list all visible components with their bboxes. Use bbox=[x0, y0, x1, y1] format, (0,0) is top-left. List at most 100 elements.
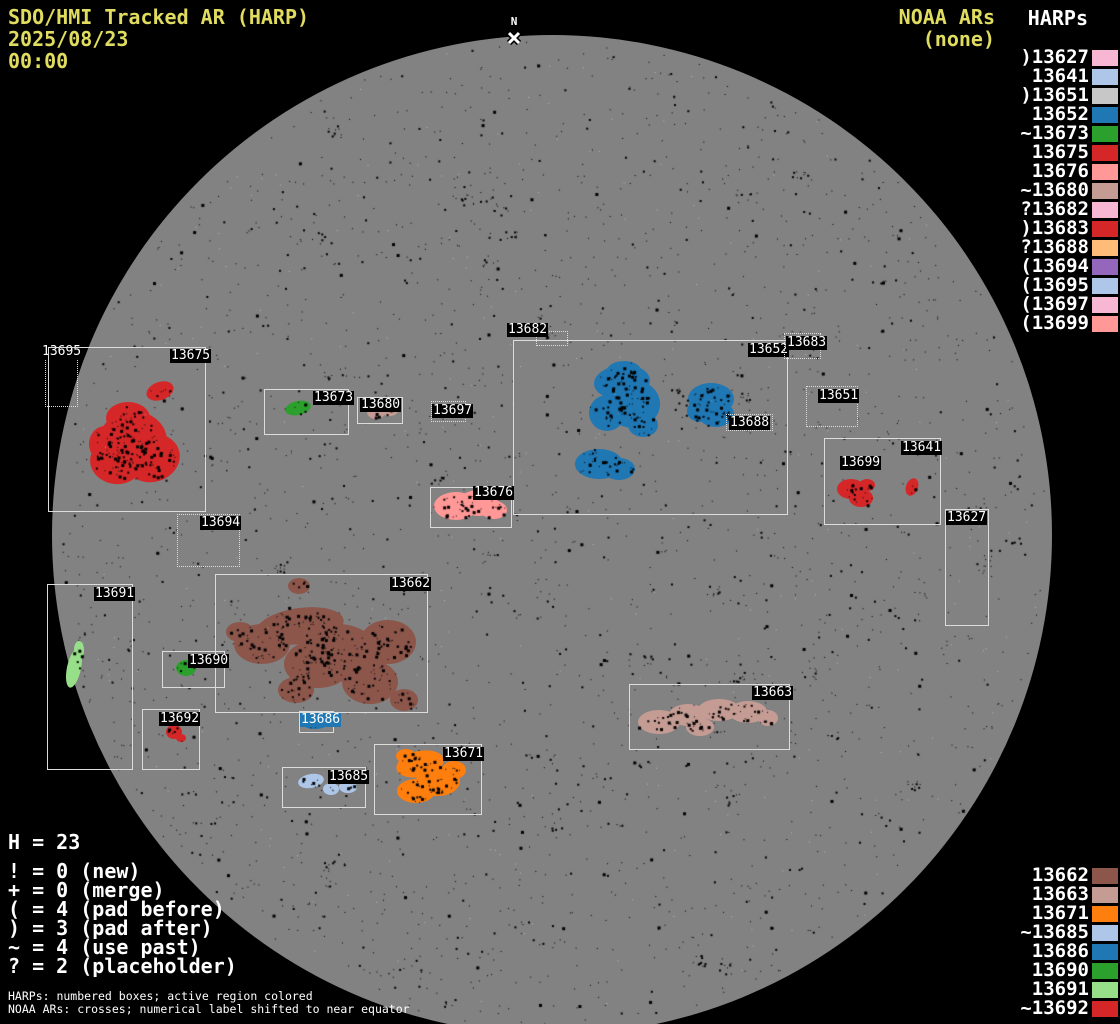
harp-number: )13651 bbox=[1020, 84, 1089, 106]
harp-number: 13652 bbox=[1031, 103, 1089, 125]
harp-box-13685 bbox=[282, 767, 366, 808]
color-swatch bbox=[1092, 239, 1118, 256]
legend-item-13692: ~13692 bbox=[988, 999, 1118, 1018]
harp-label-13676: 13676 bbox=[473, 485, 515, 500]
color-swatch bbox=[1092, 220, 1118, 237]
legend-item-13673: ~13673 bbox=[988, 124, 1118, 143]
harp-label-13686: 13686 bbox=[300, 712, 342, 727]
north-marker: N bbox=[501, 16, 527, 46]
harp-label-13641: 13641 bbox=[901, 440, 943, 455]
harp-number: (13699 bbox=[1020, 312, 1089, 334]
harp-box-13682 bbox=[536, 331, 568, 346]
color-swatch bbox=[1092, 315, 1118, 332]
harp-number: (13694 bbox=[1020, 255, 1089, 277]
color-swatch bbox=[1092, 277, 1118, 294]
legend-item-13686: 13686 bbox=[988, 942, 1118, 961]
color-swatch bbox=[1092, 106, 1118, 123]
harp-label-13688: 13688 bbox=[729, 415, 771, 430]
harp-count: H = 23 bbox=[8, 830, 81, 854]
color-swatch bbox=[1092, 943, 1118, 960]
harp-number: 13686 bbox=[1031, 940, 1089, 962]
harp-number: (13695 bbox=[1020, 274, 1089, 296]
noaa-ars-label: NOAA ARs bbox=[898, 5, 995, 29]
harp-box-13652 bbox=[513, 340, 788, 515]
color-swatch bbox=[1092, 1000, 1118, 1017]
harp-box-13676 bbox=[430, 487, 512, 528]
harp-number: ~13680 bbox=[1020, 179, 1089, 201]
harp-label-13690: 13690 bbox=[188, 653, 230, 668]
legend-item-13680: ~13680 bbox=[988, 181, 1118, 200]
color-swatch bbox=[1092, 125, 1118, 142]
color-swatch bbox=[1092, 296, 1118, 313]
legend-item-13690: 13690 bbox=[988, 961, 1118, 980]
legend-item-13671: 13671 bbox=[988, 904, 1118, 923]
harp-box-13662 bbox=[215, 574, 428, 713]
harp-number: ?13688 bbox=[1020, 236, 1089, 258]
noaa-ars-block: NOAA ARs (none) bbox=[899, 6, 995, 50]
harp-label-13673: 13673 bbox=[313, 390, 355, 405]
legend-item-13691: 13691 bbox=[988, 980, 1118, 999]
north-cross-icon bbox=[506, 30, 522, 46]
harp-number: 13691 bbox=[1031, 978, 1089, 1000]
harp-label-13651: 13651 bbox=[818, 388, 860, 403]
harp-box-13688 bbox=[726, 414, 773, 431]
legend-item-13663: 13663 bbox=[988, 885, 1118, 904]
harp-box-13671 bbox=[374, 744, 482, 815]
color-swatch bbox=[1092, 49, 1118, 66]
harp-number: 13641 bbox=[1031, 65, 1089, 87]
harp-label-13685: 13685 bbox=[328, 769, 370, 784]
legend-item-13695: (13695 bbox=[988, 276, 1118, 295]
harp-box-13627 bbox=[945, 509, 989, 626]
page-title: SDO/HMI Tracked AR (HARP) bbox=[8, 5, 310, 29]
legend-item-13683: )13683 bbox=[988, 219, 1118, 238]
harp-number: 13662 bbox=[1031, 864, 1089, 886]
date-label: 2025/08/23 bbox=[8, 27, 129, 51]
stat-placeholder: ? = 2 (placeholder) bbox=[8, 954, 237, 978]
harp-label-13682: 13682 bbox=[507, 322, 549, 337]
harp-box-13641 bbox=[824, 438, 941, 525]
harp-number: )13683 bbox=[1020, 217, 1089, 239]
footnotes: HARPs: numbered boxes; active region col… bbox=[8, 990, 410, 1016]
color-swatch bbox=[1092, 924, 1118, 941]
harp-number: 13676 bbox=[1031, 160, 1089, 182]
color-swatch bbox=[1092, 87, 1118, 104]
color-swatch bbox=[1092, 258, 1118, 275]
harp-label-13692: 13692 bbox=[159, 711, 201, 726]
color-swatch bbox=[1092, 962, 1118, 979]
harp-number: )13627 bbox=[1020, 46, 1089, 68]
harp-box-13651 bbox=[806, 386, 858, 427]
legend-item-13641: 13641 bbox=[988, 67, 1118, 86]
harp-label-13697: 13697 bbox=[432, 403, 474, 418]
harp-number: 13675 bbox=[1031, 141, 1089, 163]
color-swatch bbox=[1092, 867, 1118, 884]
legend-item-13627: )13627 bbox=[988, 48, 1118, 67]
stat-new: ! = 0 (new) bbox=[8, 859, 141, 883]
harp-label-13699: 13699 bbox=[840, 455, 882, 470]
harp-label-13680: 13680 bbox=[360, 397, 402, 412]
color-swatch bbox=[1092, 905, 1118, 922]
legend-item-13699: (13699 bbox=[988, 314, 1118, 333]
color-swatch bbox=[1092, 163, 1118, 180]
harp-box-13694 bbox=[177, 514, 240, 567]
harp-number: ~13685 bbox=[1020, 921, 1089, 943]
harp-box-13675 bbox=[48, 347, 206, 512]
legend-item-13682: ?13682 bbox=[988, 200, 1118, 219]
harp-number: 13663 bbox=[1031, 883, 1089, 905]
legend-item-13694: (13694 bbox=[988, 257, 1118, 276]
harp-label-13695: 13695 bbox=[41, 344, 83, 359]
stat-merge: + = 0 (merge) bbox=[8, 878, 165, 902]
harps-header: HARPs bbox=[1027, 6, 1088, 30]
color-swatch bbox=[1092, 144, 1118, 161]
harp-label-13663: 13663 bbox=[752, 685, 794, 700]
harp-number: 13690 bbox=[1031, 959, 1089, 981]
color-swatch bbox=[1092, 201, 1118, 218]
legend-item-13675: 13675 bbox=[988, 143, 1118, 162]
stats-legend: ! = 0 (new) + = 0 (merge) ( = 4 (pad bef… bbox=[8, 859, 237, 978]
legend-item-13651: )13651 bbox=[988, 86, 1118, 105]
harp-box-13690 bbox=[162, 651, 225, 688]
harp-box-13663 bbox=[629, 684, 790, 750]
harp-number: ~13673 bbox=[1020, 122, 1089, 144]
